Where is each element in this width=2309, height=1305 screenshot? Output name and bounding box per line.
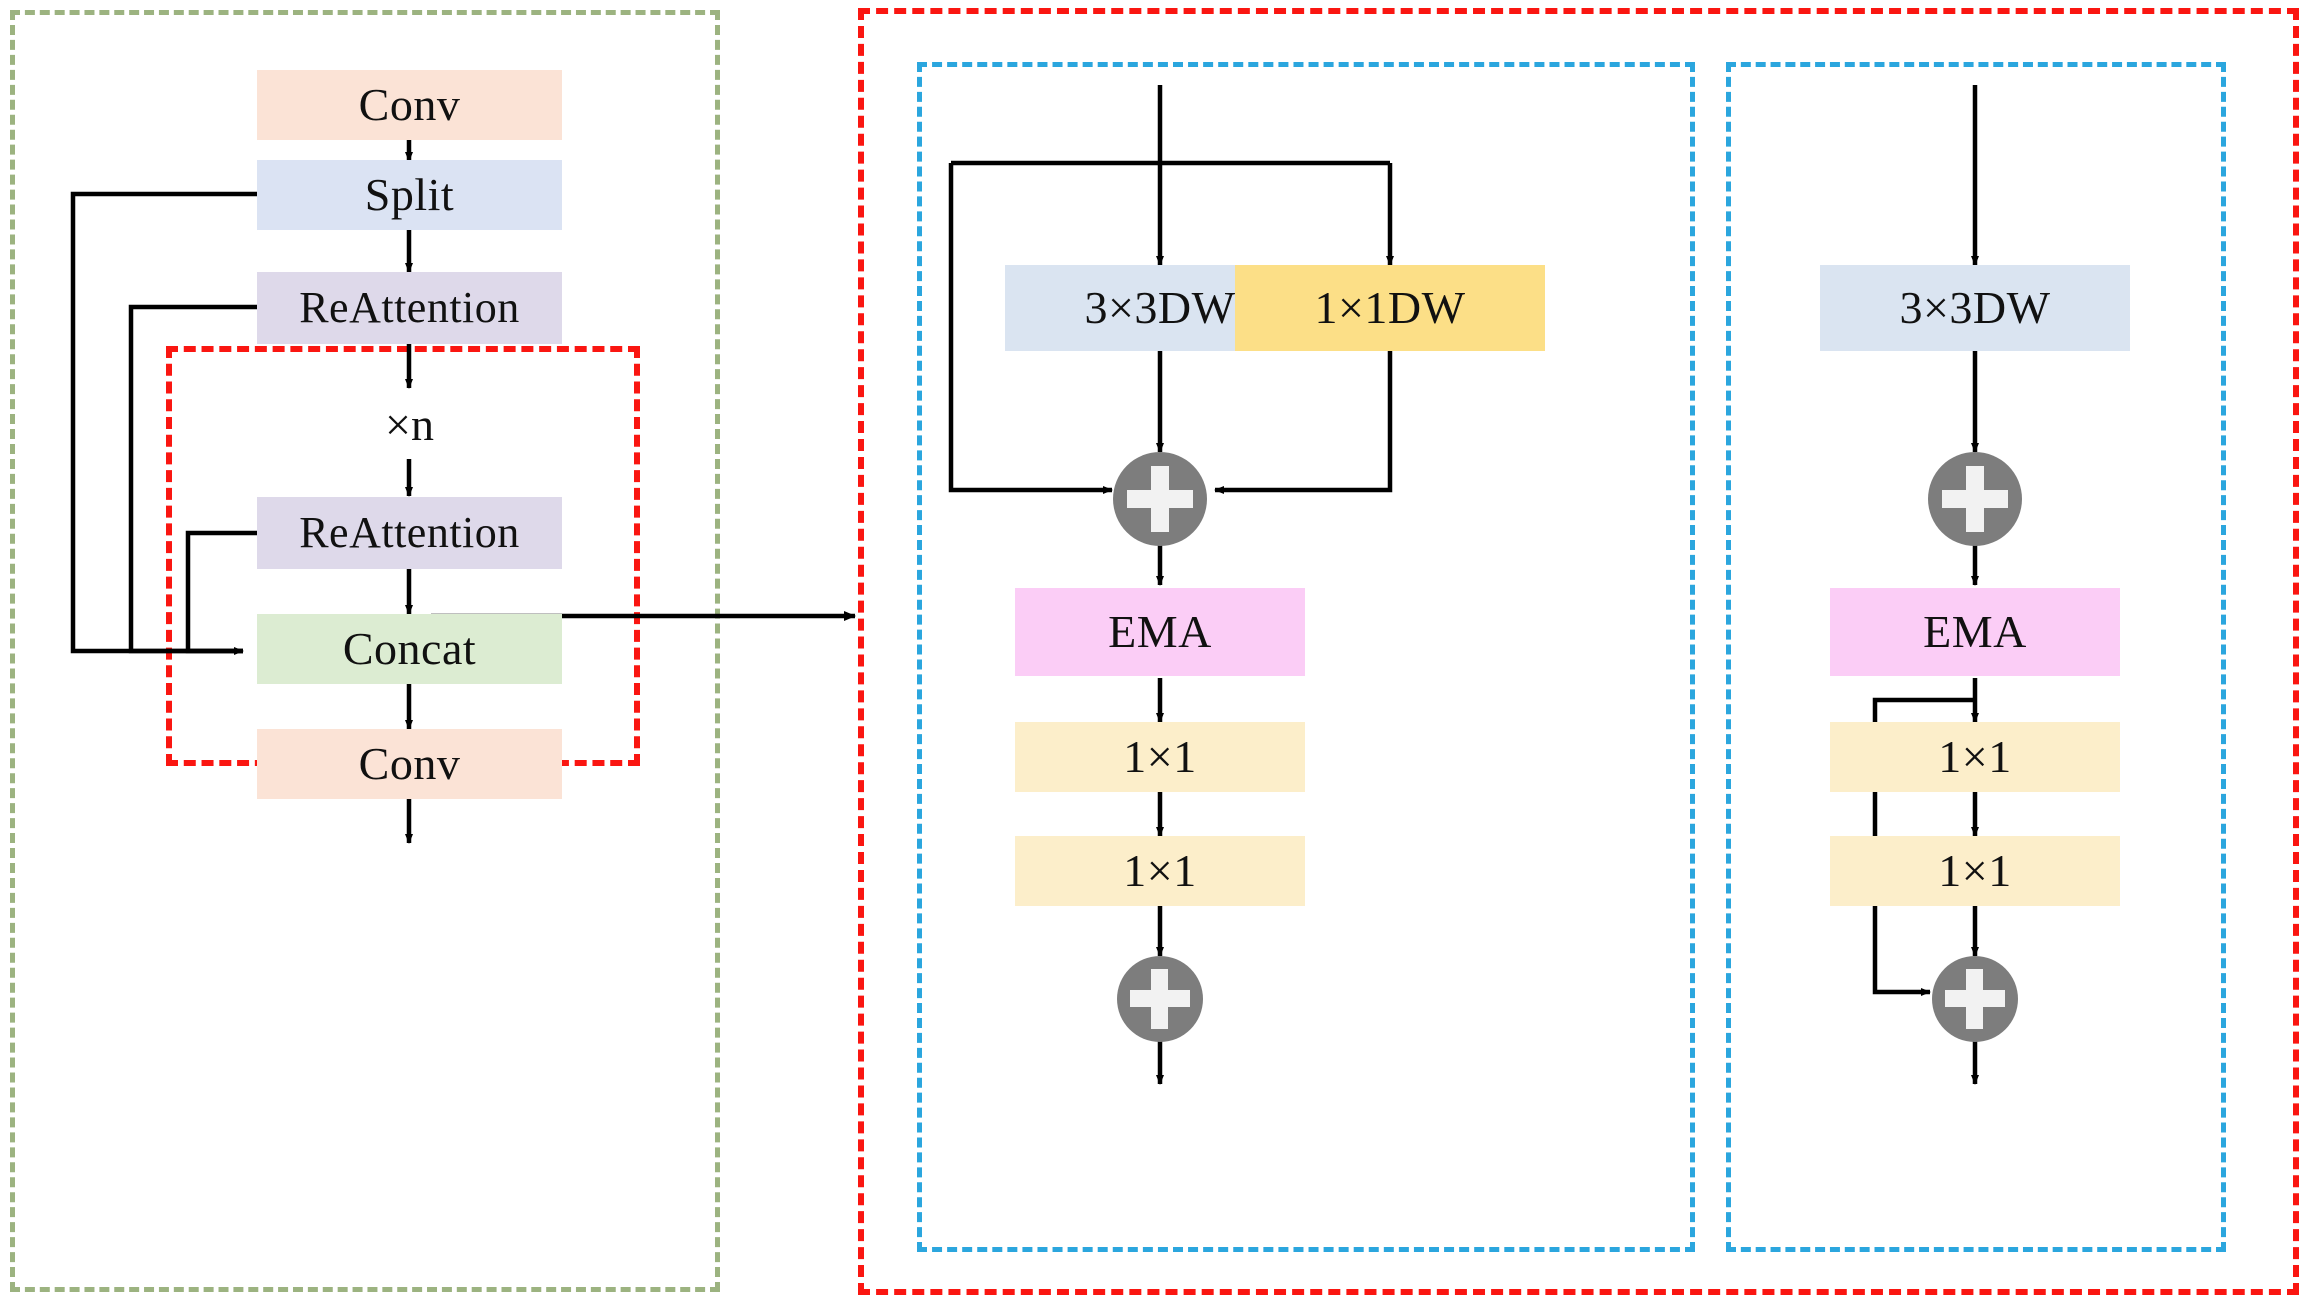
block-mid-conv1x1-a[interactable]: 1×1 <box>1015 722 1305 792</box>
block-label: EMA <box>1108 606 1212 657</box>
block-label: Conv <box>358 79 461 130</box>
repeat-count-text: ×n <box>385 398 434 450</box>
block-label: Concat <box>342 623 477 674</box>
block-label: 1×1 <box>1123 731 1197 782</box>
block-split[interactable]: Split <box>257 160 562 230</box>
reattention-variant-b-frame <box>1726 62 2226 1252</box>
block-right-plus-1[interactable] <box>1928 452 2022 546</box>
backbone-module-frame <box>10 10 720 1292</box>
plus-icon <box>1966 466 1984 532</box>
block-mid-ema[interactable]: EMA <box>1015 588 1305 676</box>
block-right-conv1x1-b[interactable]: 1×1 <box>1830 836 2120 906</box>
block-conv-bottom[interactable]: Conv <box>257 729 562 799</box>
plus-icon <box>1151 969 1168 1029</box>
block-label: Conv <box>358 738 461 789</box>
block-label: ReAttention <box>299 508 520 557</box>
repeat-count-label: ×n <box>357 392 462 456</box>
block-label: 1×1 <box>1123 845 1197 896</box>
block-mid-plus-2[interactable] <box>1117 956 1203 1042</box>
block-right-plus-2[interactable] <box>1932 956 2018 1042</box>
plus-icon <box>1151 466 1169 532</box>
block-concat[interactable]: Concat <box>257 614 562 684</box>
block-label: 3×3DW <box>1084 282 1236 333</box>
block-mid-dw1x1[interactable]: 1×1DW <box>1235 265 1545 351</box>
reattention-variant-a-frame <box>917 62 1695 1252</box>
reattention-detail-frame <box>858 8 2299 1295</box>
block-reattention-2[interactable]: ReAttention <box>257 497 562 569</box>
block-label: Split <box>364 169 455 220</box>
block-label: 1×1 <box>1938 731 2012 782</box>
block-conv-top[interactable]: Conv <box>257 70 562 140</box>
plus-icon <box>1966 969 1983 1029</box>
block-label: EMA <box>1923 606 2027 657</box>
block-mid-conv1x1-b[interactable]: 1×1 <box>1015 836 1305 906</box>
block-right-ema[interactable]: EMA <box>1830 588 2120 676</box>
block-mid-plus-1[interactable] <box>1113 452 1207 546</box>
block-label: 3×3DW <box>1899 282 2051 333</box>
block-right-conv1x1-a[interactable]: 1×1 <box>1830 722 2120 792</box>
block-reattention-1[interactable]: ReAttention <box>257 272 562 344</box>
block-right-dw3x3[interactable]: 3×3DW <box>1820 265 2130 351</box>
block-label: ReAttention <box>299 283 520 332</box>
block-label: 1×1DW <box>1314 282 1466 333</box>
block-label: 1×1 <box>1938 845 2012 896</box>
